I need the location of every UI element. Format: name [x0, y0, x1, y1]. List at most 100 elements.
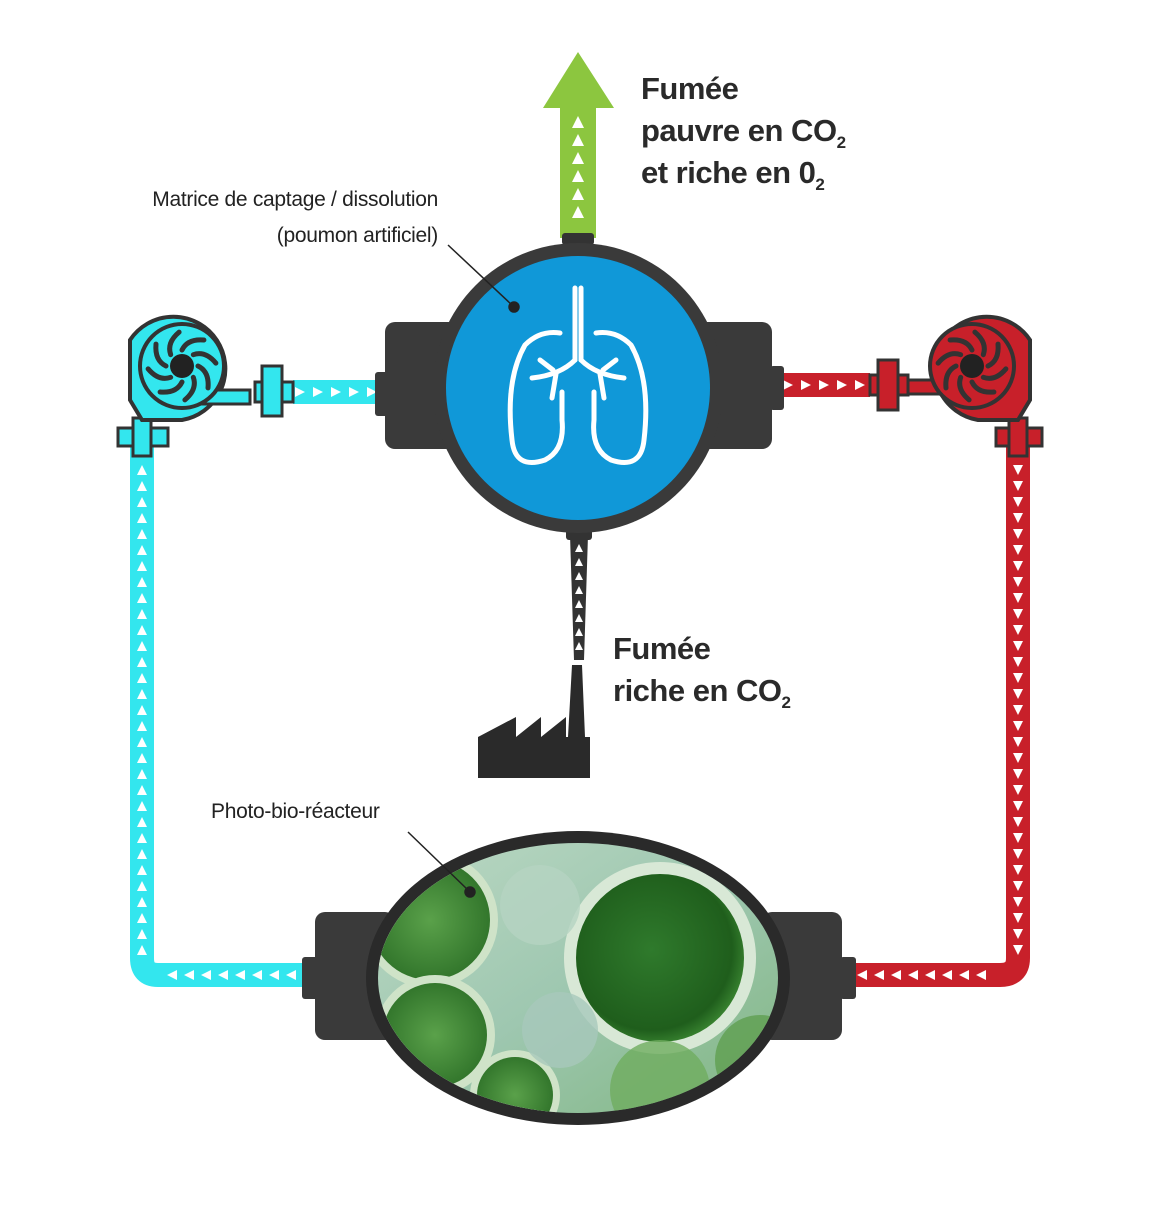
flow-arrow: [925, 970, 935, 980]
flow-arrow: [137, 625, 147, 635]
flow-arrow: [575, 586, 583, 594]
flow-arrow: [137, 641, 147, 651]
output-line3-sub: 2: [815, 175, 825, 194]
reactor-label: Photo-bio-réacteur: [211, 800, 380, 823]
flow-arrow: [1013, 577, 1023, 587]
flow-arrow: [572, 206, 584, 218]
output-line3-text: et riche en 0: [641, 155, 816, 190]
flow-arrow: [572, 188, 584, 200]
impeller-vane: [969, 379, 997, 395]
flow-arrow: [137, 865, 147, 875]
flow-arrow: [1013, 673, 1023, 683]
output-line2-sub: 2: [836, 133, 846, 152]
flow-arrow: [575, 558, 583, 566]
flow-arrow: [1013, 865, 1023, 875]
flow-arrow: [201, 970, 211, 980]
photo-bioreactor: [302, 831, 856, 1125]
flow-arrow: [1013, 785, 1023, 795]
leader-lines: [407, 244, 520, 898]
flow-arrow: [1013, 545, 1023, 555]
flow-arrow: [137, 801, 147, 811]
input-line2-text: riche en CO: [613, 673, 782, 708]
impeller-vane: [157, 379, 185, 395]
matrix-label: Matrice de captage / dissolution (poumon…: [80, 182, 438, 254]
impeller-vane: [190, 351, 219, 366]
impeller-vane: [179, 337, 207, 353]
flow-arrow: [1013, 897, 1023, 907]
flow-arrow: [1013, 513, 1023, 523]
flow-arrow: [349, 387, 359, 397]
flow-arrow: [137, 561, 147, 571]
flow-arrow: [1013, 913, 1023, 923]
flow-arrow: [1013, 833, 1023, 843]
flow-arrow: [891, 970, 901, 980]
flow-arrow: [819, 380, 829, 390]
flow-arrow: [1013, 753, 1023, 763]
flow-arrow: [137, 545, 147, 555]
flow-arrow: [218, 970, 228, 980]
flow-arrow: [137, 513, 147, 523]
flow-arrow: [137, 737, 147, 747]
output-line3: et riche en 02: [641, 152, 846, 194]
flow-arrow: [874, 970, 884, 980]
flow-arrow: [1013, 817, 1023, 827]
impeller-vane: [947, 337, 975, 353]
impeller-vane: [980, 366, 1009, 381]
flow-arrow: [137, 721, 147, 731]
flow-arrow: [184, 970, 194, 980]
flow-arrow: [575, 544, 583, 552]
flow-arrow: [137, 465, 147, 475]
flow-arrow: [1013, 625, 1023, 635]
input-line2: riche en CO2: [613, 670, 791, 712]
flow-arrow: [286, 970, 296, 980]
flow-arrow: [137, 881, 147, 891]
flow-arrow: [1013, 689, 1023, 699]
flow-arrow: [137, 849, 147, 859]
output-smoke-label: Fumée pauvre en CO2 et riche en 02: [641, 68, 846, 194]
output-line2-text: pauvre en CO: [641, 113, 837, 148]
flow-arrow: [137, 833, 147, 843]
flow-arrow: [137, 705, 147, 715]
flow-arrow: [575, 628, 583, 636]
input-line1: Fumée: [613, 631, 711, 666]
flow-arrow: [137, 481, 147, 491]
flow-arrow: [1013, 945, 1023, 955]
flow-arrow: [1013, 561, 1023, 571]
flow-arrow: [908, 970, 918, 980]
flow-arrow: [137, 769, 147, 779]
flow-arrow: [137, 913, 147, 923]
impeller-vane: [153, 341, 169, 369]
output-line1: Fumée: [641, 71, 739, 106]
flow-arrow: [1013, 737, 1023, 747]
impeller-vane: [167, 329, 182, 358]
flow-arrow: [801, 380, 811, 390]
up-arrow-icon: [543, 52, 614, 245]
pump-icon: [128, 314, 252, 422]
flow-arrow: [137, 897, 147, 907]
flow-arrow: [575, 642, 583, 650]
flow-arrow: [572, 152, 584, 164]
flow-arrow: [1013, 609, 1023, 619]
flow-arrow: [855, 380, 865, 390]
impeller-vane: [957, 374, 972, 403]
flow-arrow: [1013, 721, 1023, 731]
flow-arrow: [137, 689, 147, 699]
flow-arrow: [1013, 849, 1023, 859]
flow-arrow: [137, 657, 147, 667]
factory-icon: [478, 665, 590, 778]
flow-arrow: [313, 387, 323, 397]
matrix-label-line2: (poumon artificiel): [276, 224, 439, 247]
flow-arrow: [137, 529, 147, 539]
impeller-vane: [182, 374, 197, 403]
flow-arrow: [572, 116, 584, 128]
flow-arrow: [959, 970, 969, 980]
flow-arrow: [1013, 881, 1023, 891]
matrix-label-line1: Matrice de captage / dissolution: [152, 188, 438, 211]
impeller-vane: [943, 363, 959, 391]
flow-arrow: [137, 609, 147, 619]
flow-arrow: [1013, 593, 1023, 603]
impeller-vane: [935, 351, 964, 366]
flow-arrow: [137, 817, 147, 827]
flow-arrow: [167, 970, 177, 980]
flow-arrow: [1013, 657, 1023, 667]
